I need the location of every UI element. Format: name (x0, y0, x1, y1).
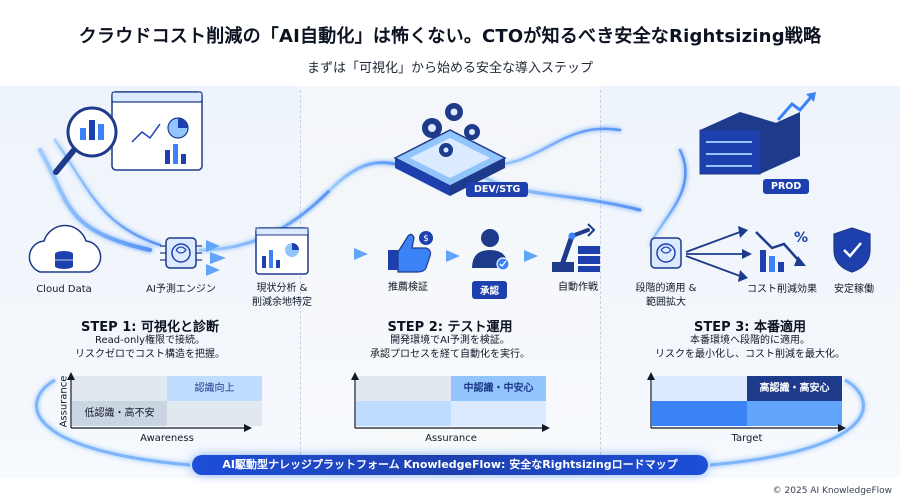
matrix-cell-high: 認識向上 (167, 376, 262, 401)
matrix-cell-low: 低認識・高不安 (72, 401, 167, 426)
cloud-data-icon (28, 224, 102, 273)
matrix-cell-high: 高認識・高安心 (747, 376, 842, 401)
matrix-cell (356, 376, 451, 401)
branch-arrows-icon (685, 231, 744, 277)
step2-x-axis-label: Assurance (425, 433, 477, 444)
arrow-icon (524, 250, 538, 262)
ai-engine-label: AI予測エンジン (146, 284, 216, 295)
panel-divider (600, 90, 601, 470)
step1-description: Read-only権限で接続。 リスクゼロでコスト構造を把握。 (75, 335, 225, 360)
automation-label: 自動作戦 (558, 282, 598, 293)
step3-title: STEP 3: 本番適用 (694, 320, 806, 335)
step1-matrix: 認識向上 低認識・高不安 (72, 376, 262, 426)
dev-stg-badge: DEV/STG (466, 182, 529, 197)
step3-matrix: 高認識・高安心 (652, 376, 842, 426)
cloud-data-label: Cloud Data (36, 284, 92, 295)
arrow-icon (206, 240, 226, 276)
ai-chip-icon (650, 237, 682, 269)
dashboard-icon (111, 91, 203, 171)
matrix-cell (451, 401, 546, 426)
step2-description: 開発環境でAI予測を検証。 承認プロセスを経て自動化を実行。 (370, 335, 530, 360)
arrow-icon (354, 248, 368, 260)
step1-title: STEP 1: 可視化と診断 (81, 320, 219, 335)
matrix-cell (356, 401, 451, 426)
dev-platform-icon (393, 103, 507, 196)
panel-divider (300, 90, 301, 470)
matrix-cell (72, 376, 167, 401)
staged-label: 段階的適用 & 範囲拡大 (635, 283, 697, 308)
step2-axes (351, 372, 550, 432)
svg-text:$: $ (423, 234, 429, 244)
step2-title: STEP 2: テスト運用 (387, 320, 513, 335)
approver-icon (472, 229, 510, 271)
ai-chip-icon (160, 237, 202, 269)
page-title: クラウドコスト削減の「AI自動化」は怖くない。CTOが知るべき安全なRights… (78, 26, 822, 47)
step3-description: 本番環境へ段階的に適用。 リスクを最小化し、コスト削減を最大化。 (655, 335, 845, 360)
step1-axes (67, 372, 252, 432)
magnifier-icon (53, 106, 118, 175)
matrix-cell-high: 中認識・中安心 (451, 376, 546, 401)
roadmap-footer-bar: AI駆動型ナレッジプラットフォーム KnowledgeFlow: 安全なRigh… (192, 455, 708, 475)
stable-label: 安定稼働 (834, 284, 874, 295)
svg-text:%: % (794, 230, 808, 246)
matrix-cell (167, 401, 262, 426)
matrix-cell (652, 376, 747, 401)
step1-x-axis-label: Awareness (140, 433, 194, 444)
prod-server-icon (699, 92, 816, 175)
cost-effect-label: コスト削減効果 (747, 284, 817, 295)
matrix-cell (652, 401, 747, 426)
matrix-cell (747, 401, 842, 426)
analysis-label: 現状分析 & 削減余地特定 (252, 283, 312, 308)
recommend-label: 推薦検証 (388, 282, 428, 293)
thumbs-up-icon: $ (388, 231, 433, 273)
analysis-screen-icon (255, 227, 309, 275)
shield-icon (833, 227, 871, 273)
cost-chart-icon: % (755, 230, 808, 272)
page-subtitle: まずは「可視化」から始める安全な導入ステップ (306, 61, 593, 76)
robot-arm-icon (552, 223, 600, 272)
prod-badge: PROD (763, 179, 810, 194)
arrow-icon (738, 226, 752, 282)
step1-y-axis-label: Assurance (58, 375, 70, 428)
flow-diagram: $ (28, 91, 871, 467)
loop-stream (35, 378, 865, 467)
step3-axes (647, 372, 846, 432)
step2-matrix: 中認識・中安心 (356, 376, 546, 426)
copyright: © 2025 AI KnowledgeFlow (772, 486, 892, 496)
step3-x-axis-label: Target (731, 433, 763, 444)
arrow-icon (446, 250, 460, 262)
approve-badge: 承認 (472, 281, 508, 299)
